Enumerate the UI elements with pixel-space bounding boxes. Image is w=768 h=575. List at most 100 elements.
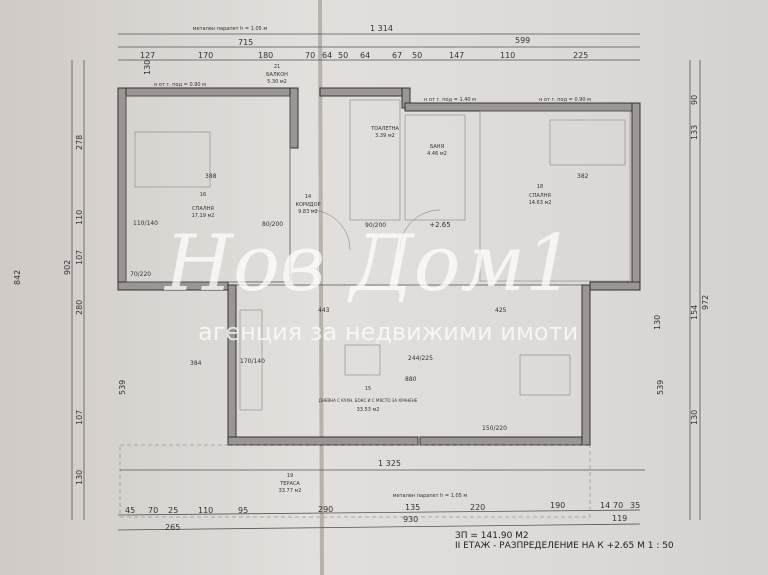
dimension-label: 1 325 [378,459,401,468]
dimension-label: 14 [600,501,610,510]
dimension-label: 225 [573,51,588,60]
top-dimensions: 1 314 715 599 127 170 180 70 64 50 64 67… [118,24,640,61]
dimension-label: 972 [701,295,710,310]
dim-right-top: 599 [515,36,530,45]
dimension-label: 45 [125,506,135,515]
dimension-label: 110 [198,506,213,515]
dimension-label: 382 [577,173,589,180]
dimension-label: 154 [690,305,699,320]
dimension-label: 930 [403,515,418,524]
dimension-label: 220 [470,503,485,512]
dimension-label: 33.77 м2 [279,488,302,494]
dimension-label: 388 [205,173,217,180]
dimension-label: 80/200 [262,221,283,228]
table [344,344,381,376]
dimension-label: 170 [198,51,213,60]
dimension-label: СПАЛНЯ [192,206,214,212]
level-mark: +2.65 [429,221,450,229]
dimension-label: 119 [612,514,627,523]
dimension-label: ДНЕВНА С КУХН. БОКС И С МЯСТО ЗА ХРАНЕНЕ [319,398,418,403]
dimension-label: 130 [653,315,662,330]
dimension-label: 443 [318,307,330,314]
dimension-label: 33.53 м2 [357,407,380,413]
inner-dimensions: 388 382 425 443 880 170/140 110/140 80/2… [130,173,589,432]
dimension-label: 278 [75,135,84,150]
interior-lines [119,95,631,518]
dimension-label: 425 [495,307,507,314]
dimension-label: 902 [63,260,72,275]
dimension-label: 70/220 [130,271,151,278]
right-dimensions: 972 133 90 154 130 539 130 [653,95,710,425]
dimension-label: КОРИДОР [295,202,320,208]
dimension-label: 5.30 м2 [267,79,287,85]
dimension-label: 107 [75,250,84,265]
watermark-brand: Нов Дом1 [163,219,575,309]
floor-title: II ЕТАЖ - РАЗПРЕДЕЛЕНИЕ НА К +2.65 М 1 :… [455,541,674,551]
dimension-label: н от г. под = 0.90 м [154,82,206,88]
area-title: ЗП = 141.90 М2 [455,531,529,541]
dimension-label: 90 [690,95,699,105]
dimension-label: 180 [258,51,273,60]
dimension-label: ТОАЛЕТНА [370,126,399,132]
dimension-label: 170/140 [240,358,265,365]
dimension-label: 127 [140,51,155,60]
dimension-label: 4.46 м2 [427,151,447,157]
dimension-label: 110/140 [133,220,158,227]
dimension-label: 35 [630,501,640,510]
dimension-label: н от г. под = 0.90 м [539,97,591,103]
dimension-label: 384 [190,360,202,367]
dimension-label: 16 [200,192,206,198]
bed-left [134,131,211,188]
watermark: Нов Дом1 агенция за недвижими имоти [163,219,578,346]
dimension-label: 280 [75,300,84,315]
dimension-label: 64 [322,51,332,60]
dimension-label: 50 [412,51,422,60]
dimension-label: 110 [75,210,84,225]
dimension-label: 21 [274,64,280,70]
dimension-label: 14 [305,194,311,200]
dimension-label: 70 [613,501,623,510]
dimension-label: 147 [449,51,464,60]
dimension-label: н от г. под = 1.40 м [424,97,476,103]
dining-table [519,354,571,396]
dimension-label: 133 [690,125,699,140]
sofa [239,309,263,411]
dimension-label: 70 [305,51,315,60]
dimension-label: 19 [287,473,293,479]
dimension-label: метален парапет h = 1.05 м [193,26,268,32]
dimension-label: 70 [148,506,158,515]
dimension-label: БАНЯ [430,144,444,150]
dimension-label: 25 [168,506,178,515]
dimension-label: 130 [75,470,84,485]
dimension-label: 265 [165,523,180,532]
dimension-label: 244/225 [408,355,433,362]
dimension-label: 9.83 м2 [298,209,318,215]
dimension-label: 3.39 м2 [375,133,395,139]
dimension-label: СПАЛНЯ [529,193,551,199]
dimension-label: 95 [238,506,248,515]
dimension-label: 130 [690,410,699,425]
dimension-label: 130 [143,60,152,75]
dimension-label: 135 [405,503,420,512]
dimension-label: 290 [318,505,333,514]
dimension-label: 880 [405,376,417,383]
dimension-label: 150/220 [482,425,507,432]
dimension-label: 539 [118,380,127,395]
dimension-label: 50 [338,51,348,60]
dimension-label: 110 [500,51,515,60]
dimension-label: 90/200 [365,222,386,229]
dim-left-top: 715 [238,38,253,47]
dim-total-top: 1 314 [370,24,393,33]
dimension-label: 107 [75,410,84,425]
dimension-label: 67 [392,51,402,60]
room-labels: 16 СПАЛНЯ 17.19 м2 14 КОРИДОР 9.83 м2 ТО… [154,64,591,499]
terrace-outline [119,444,591,518]
dimension-label: 539 [656,380,665,395]
dimension-label: 17.19 м2 [192,213,215,219]
bottom-dimensions: 1 325 45 70 25 110 95 290 135 220 190 14… [117,459,674,551]
dimension-label: 190 [550,501,565,510]
bed-right [549,119,626,166]
dimension-label: 842 [13,270,22,285]
dimension-label: 18 [537,184,543,190]
